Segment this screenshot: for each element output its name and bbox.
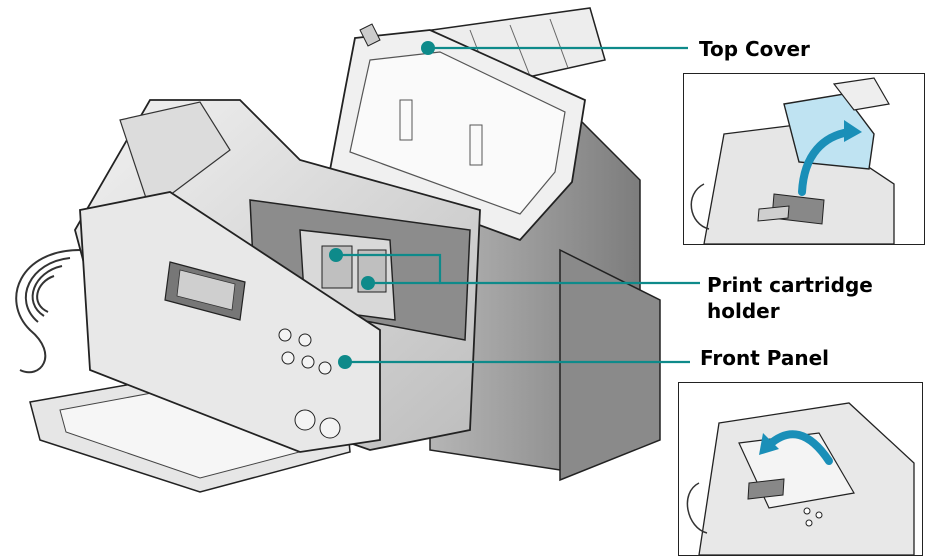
front-panel-dot bbox=[338, 355, 352, 369]
inset-top-cover-opening bbox=[683, 73, 925, 245]
print-cartridge-holder-label: Print cartridge holder bbox=[707, 272, 873, 324]
inset-raised-cover bbox=[783, 93, 875, 170]
arrowhead-icon bbox=[759, 433, 779, 455]
leader-lines bbox=[336, 46, 700, 364]
inset-front-panel-opening bbox=[678, 382, 923, 556]
front-panel-shape bbox=[79, 191, 381, 453]
inset-lift-arrow bbox=[798, 128, 853, 196]
inset-open-arrow bbox=[765, 430, 833, 465]
print-cartridge-holder-label-line1: Print cartridge bbox=[707, 273, 873, 297]
inset-top-illustration bbox=[690, 77, 895, 244]
arrowhead-icon bbox=[844, 120, 862, 142]
front-panel-label: Front Panel bbox=[700, 346, 830, 370]
top-cover-dot bbox=[421, 41, 435, 55]
top-cover-label: Top Cover bbox=[699, 37, 810, 61]
handset-cord bbox=[15, 249, 81, 374]
print-cartridge-holder-label-line2: holder bbox=[707, 299, 780, 323]
cartridge-dot-1 bbox=[329, 248, 343, 262]
inset-front-illustration bbox=[686, 402, 915, 555]
cartridge-dot-2 bbox=[361, 276, 375, 290]
